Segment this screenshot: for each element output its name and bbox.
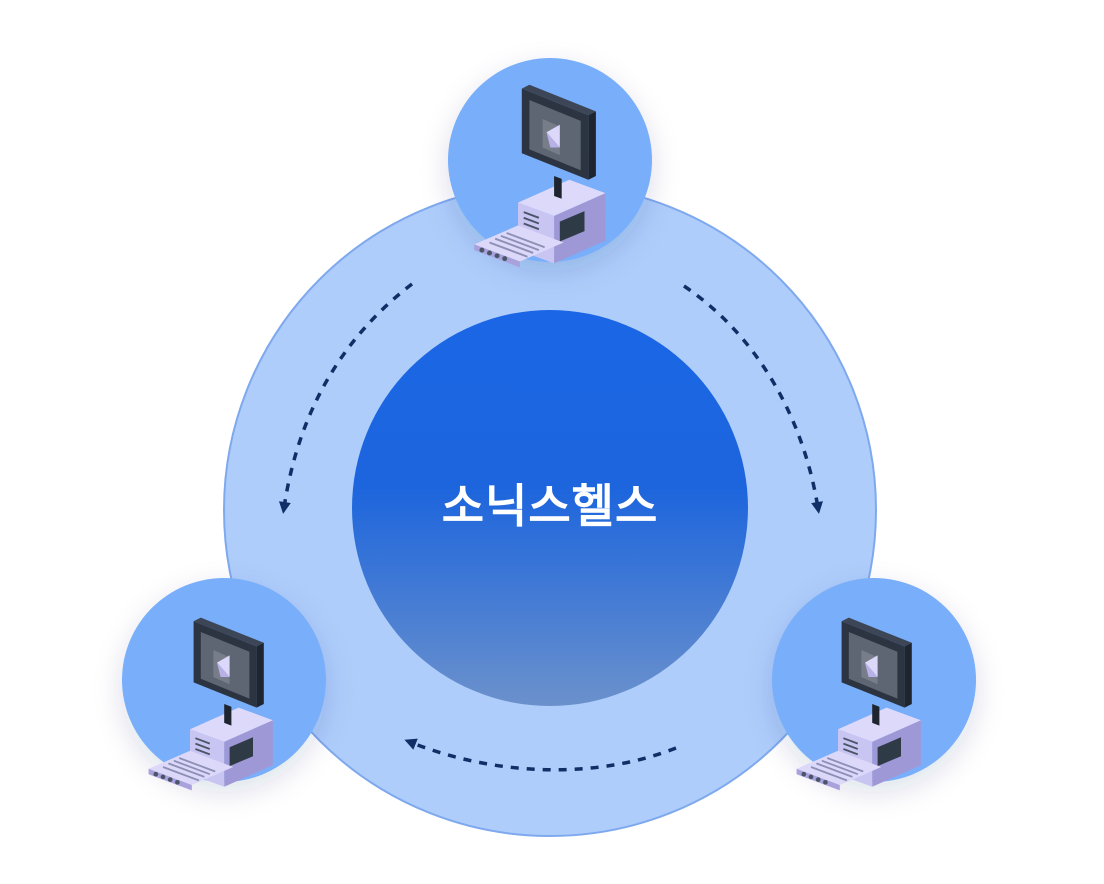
center-circle xyxy=(352,310,748,706)
arrow-right-to-left xyxy=(404,738,677,772)
arrow-top-to-right xyxy=(683,284,823,514)
center-title: 소닉스헬스 xyxy=(441,479,659,533)
arrow-top-to-left xyxy=(278,282,414,514)
